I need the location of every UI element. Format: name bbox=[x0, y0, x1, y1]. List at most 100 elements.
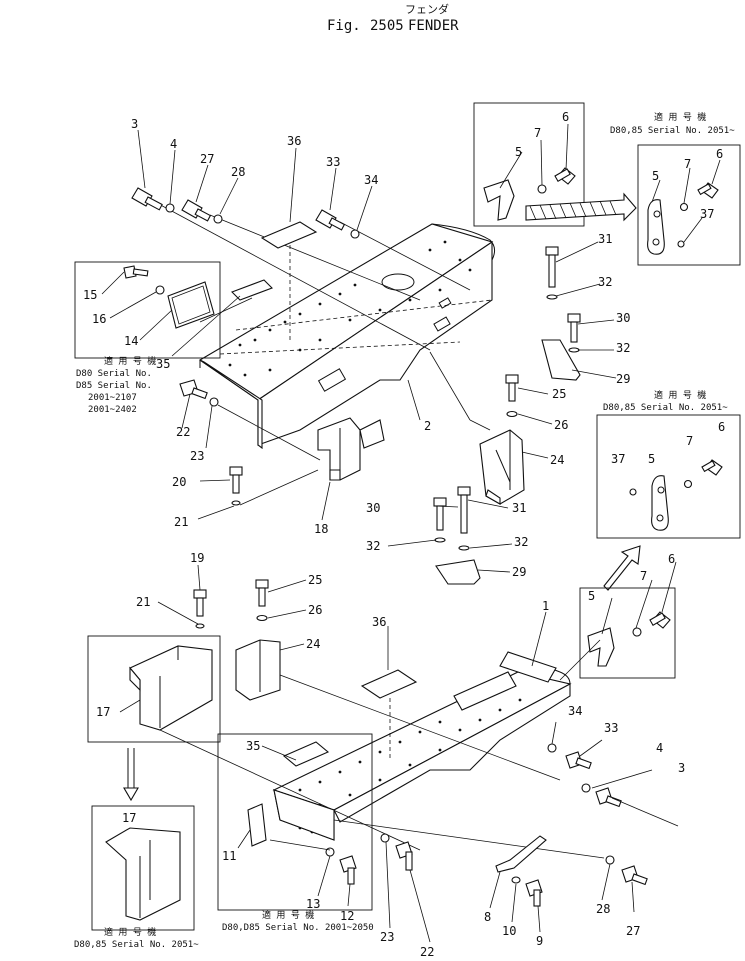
callout-25: 25 bbox=[552, 387, 566, 401]
callout-22-lower: 22 bbox=[420, 945, 434, 959]
lower-fender-plate bbox=[453, 671, 517, 711]
note-bottom-left-serial: D80,85 Serial No. 2051~ bbox=[74, 940, 199, 950]
fig-label: Fig. bbox=[327, 18, 361, 34]
callout-36-lower: 36 bbox=[372, 615, 386, 629]
bolt-3-lower bbox=[595, 787, 622, 808]
bracket-5-lower bbox=[587, 627, 615, 667]
note-left-jp: 適 用 号 機 bbox=[104, 355, 156, 367]
callout-6-lower: 6 bbox=[668, 552, 675, 566]
callout-18: 18 bbox=[314, 522, 328, 536]
washer-34-upper bbox=[350, 229, 360, 239]
callout-21-lower: 21 bbox=[136, 595, 150, 609]
callout-31-mid: 31 bbox=[512, 501, 526, 515]
callout-32-mid-b: 32 bbox=[514, 535, 528, 549]
callout-8: 8 bbox=[484, 910, 491, 924]
bracket-24-lower bbox=[235, 639, 281, 701]
callout-31: 31 bbox=[598, 232, 612, 246]
callout-4: 4 bbox=[170, 137, 177, 151]
note-top-right-jp: 適 用 号 機 bbox=[654, 111, 706, 123]
callout-5-mid: 5 bbox=[648, 452, 655, 466]
upper-fender-hole bbox=[381, 273, 415, 291]
callout-3-lower: 3 bbox=[678, 761, 685, 775]
washer-7-mid bbox=[683, 479, 693, 489]
callout-23: 23 bbox=[190, 449, 204, 463]
cover-14 bbox=[167, 281, 215, 329]
arrow-hatch bbox=[529, 200, 617, 221]
nut-37-top bbox=[677, 240, 685, 248]
lower-fender-assembly bbox=[272, 651, 572, 841]
washer-7-upper bbox=[537, 184, 547, 194]
callout-37-top: 37 bbox=[700, 207, 714, 221]
washer-26-upper bbox=[506, 410, 518, 418]
callout-35: 35 bbox=[156, 357, 170, 371]
callout-11: 11 bbox=[222, 849, 236, 863]
callout-28-lower: 28 bbox=[596, 902, 610, 916]
washer-32-upper-b bbox=[568, 347, 580, 353]
bolt-6-top bbox=[697, 182, 719, 199]
callout-27: 27 bbox=[200, 152, 214, 166]
pad-36-upper bbox=[260, 221, 318, 249]
callout-36: 36 bbox=[287, 134, 301, 148]
note-left-line3: 2001~2107 bbox=[88, 393, 137, 403]
note-left-line4: 2001~2402 bbox=[88, 405, 137, 415]
washer-23-lower bbox=[380, 833, 390, 843]
callout-32-a: 32 bbox=[598, 275, 612, 289]
washer-34-lower bbox=[547, 743, 557, 753]
washer-28-lower bbox=[605, 855, 615, 865]
bolt-6-lower bbox=[649, 611, 671, 629]
callout-1: 1 bbox=[542, 599, 549, 613]
bracket-5-upper bbox=[483, 179, 515, 221]
callout-35-lower: 35 bbox=[246, 739, 260, 753]
washer-7-lower bbox=[632, 627, 642, 637]
nut-37-mid bbox=[629, 488, 637, 496]
reference-arrow-upper bbox=[525, 192, 637, 222]
note-mid-right-serial: D80,85 Serial No. 2051~ bbox=[603, 403, 728, 413]
inset-box-left bbox=[74, 261, 221, 359]
callout-6-top: 6 bbox=[716, 147, 723, 161]
washer-32-mid-b bbox=[458, 545, 470, 551]
callout-7: 7 bbox=[534, 126, 541, 140]
callout-30-mid: 30 bbox=[366, 501, 380, 515]
serial-notes: 適 用 号 機 D80,85 Serial No. 2051~ 適 用 号 機 … bbox=[74, 111, 735, 950]
callout-26: 26 bbox=[554, 418, 568, 432]
bracket-17-upper bbox=[129, 645, 213, 731]
callout-10: 10 bbox=[502, 924, 516, 938]
lower-fender-side bbox=[333, 683, 571, 823]
callout-5-lower: 5 bbox=[588, 589, 595, 603]
fig-number: 2505 bbox=[370, 18, 404, 34]
callout-9: 9 bbox=[536, 934, 543, 948]
bolt-3-upper bbox=[131, 187, 163, 211]
washer-23-upper bbox=[209, 397, 219, 407]
callout-7-top: 7 bbox=[684, 157, 691, 171]
bolt-12 bbox=[339, 855, 357, 885]
bolt-31-upper bbox=[545, 246, 559, 288]
down-arrow-17 bbox=[123, 748, 139, 802]
note-mid-right-jp: 適 用 号 機 bbox=[654, 389, 706, 401]
upper-fender-holes bbox=[228, 240, 472, 377]
japanese-title: フェンダ bbox=[405, 2, 449, 16]
bolt-20 bbox=[229, 466, 243, 494]
callout-12: 12 bbox=[340, 909, 354, 923]
callouts: 3 4 27 28 36 33 34 15 16 14 35 5 7 6 5 7… bbox=[83, 110, 725, 959]
bracket-24-upper bbox=[479, 429, 525, 505]
inset-box-top-right-2 bbox=[637, 144, 741, 266]
washer-32-mid-a bbox=[434, 537, 446, 543]
note-bottom-center-jp: 適 用 号 機 bbox=[262, 909, 314, 921]
callout-26-lower: 26 bbox=[308, 603, 322, 617]
callout-29: 29 bbox=[616, 372, 630, 386]
note-top-right-serial: D80,85 Serial No. 2051~ bbox=[610, 126, 735, 136]
callout-25-lower: 25 bbox=[308, 573, 322, 587]
bolt-15 bbox=[123, 265, 149, 279]
bolt-19 bbox=[193, 589, 207, 617]
callout-32-b: 32 bbox=[616, 341, 630, 355]
washer-4-upper bbox=[165, 203, 175, 213]
washer-26-lower bbox=[256, 614, 268, 622]
callout-32-mid-a: 32 bbox=[366, 539, 380, 553]
leader-lines bbox=[101, 123, 721, 943]
bracket-29-upper bbox=[541, 339, 581, 381]
washer-4-lower bbox=[581, 783, 591, 793]
pad-35-upper bbox=[231, 279, 273, 301]
callout-6: 6 bbox=[562, 110, 569, 124]
callout-24: 24 bbox=[550, 453, 564, 467]
